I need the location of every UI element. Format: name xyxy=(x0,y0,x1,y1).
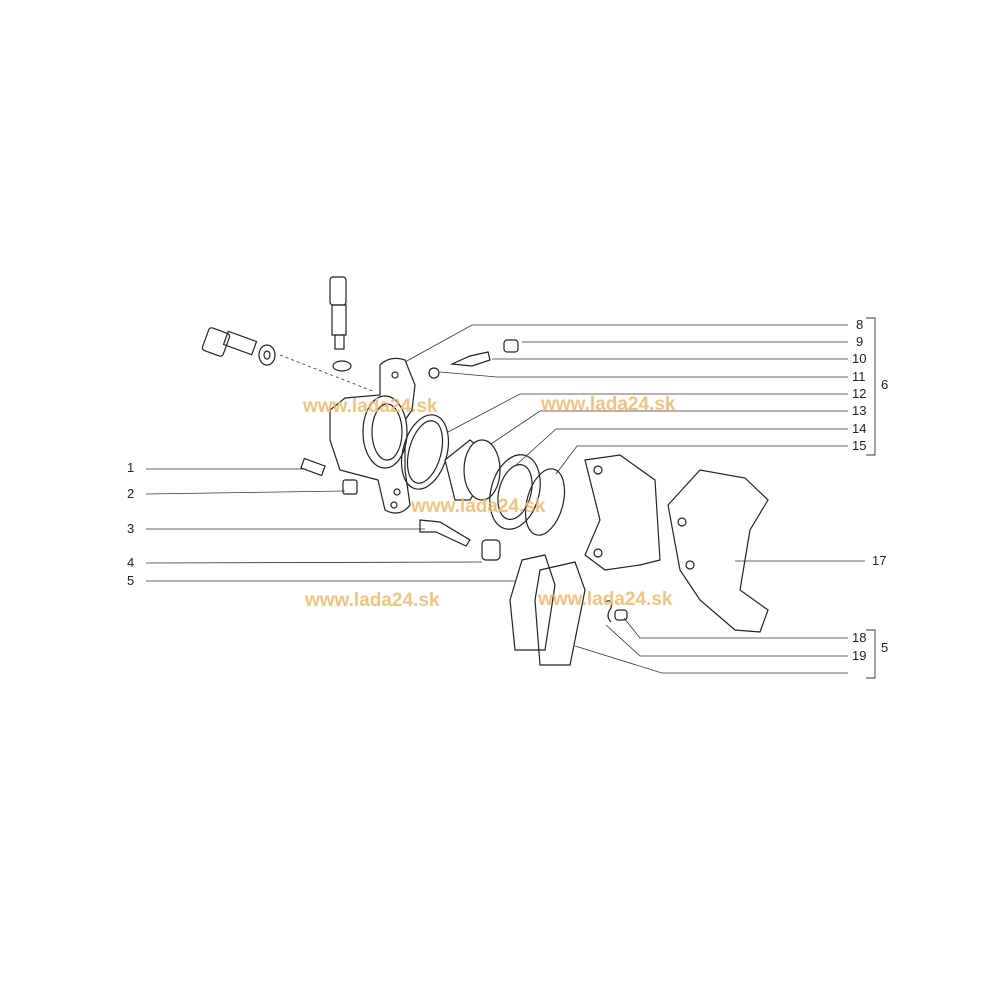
callout-8: 8 xyxy=(856,317,864,332)
caliper-carrier xyxy=(584,454,661,571)
callout-12: 12 xyxy=(852,386,867,401)
callout-4: 4 xyxy=(127,555,135,570)
watermark: www.lada24.sk xyxy=(538,589,673,610)
callout-17: 17 xyxy=(872,553,887,568)
leader-lines xyxy=(145,324,865,674)
group-callout-6: 6 xyxy=(881,377,889,392)
bleeder-cap xyxy=(503,339,519,353)
brake-pad-inner xyxy=(534,561,586,666)
retaining-pin xyxy=(614,609,628,621)
bolt xyxy=(300,457,326,477)
guide-pin xyxy=(419,519,471,547)
callout-5: 5 xyxy=(127,573,135,588)
spring-clip xyxy=(604,600,612,623)
callout-18: 18 xyxy=(852,630,867,645)
knuckle-bracket xyxy=(667,469,769,633)
watermark: www.lada24.sk xyxy=(541,394,676,415)
callout-3: 3 xyxy=(127,521,135,536)
brake-pad-outer xyxy=(509,554,556,651)
watermark: www.lada24.sk xyxy=(303,396,438,417)
callout-19: 19 xyxy=(852,648,867,663)
callout-15: 15 xyxy=(852,438,867,453)
bleeder-ball xyxy=(428,367,440,379)
retaining-ring xyxy=(524,468,566,536)
callout-2: 2 xyxy=(127,486,135,501)
brake-hose-fitting xyxy=(329,276,352,372)
dust-boot xyxy=(489,454,541,530)
plate xyxy=(342,479,358,495)
piston xyxy=(444,439,501,501)
callout-14: 14 xyxy=(852,421,867,436)
group-callout-5: 5 xyxy=(881,640,889,655)
caliper-body xyxy=(329,357,416,514)
callout-1: 1 xyxy=(127,460,135,475)
banjo-bolt xyxy=(201,327,276,366)
seal-ring xyxy=(400,414,450,490)
watermark: www.lada24.sk xyxy=(305,590,440,611)
pin-boot xyxy=(481,539,501,561)
callout-9: 9 xyxy=(856,334,864,349)
callout-13: 13 xyxy=(852,403,867,418)
group-brackets xyxy=(866,317,876,679)
callout-10: 10 xyxy=(852,351,867,366)
callout-11: 11 xyxy=(852,369,866,384)
bleeder-screw xyxy=(449,351,491,367)
watermark: www.lada24.sk xyxy=(411,496,546,517)
